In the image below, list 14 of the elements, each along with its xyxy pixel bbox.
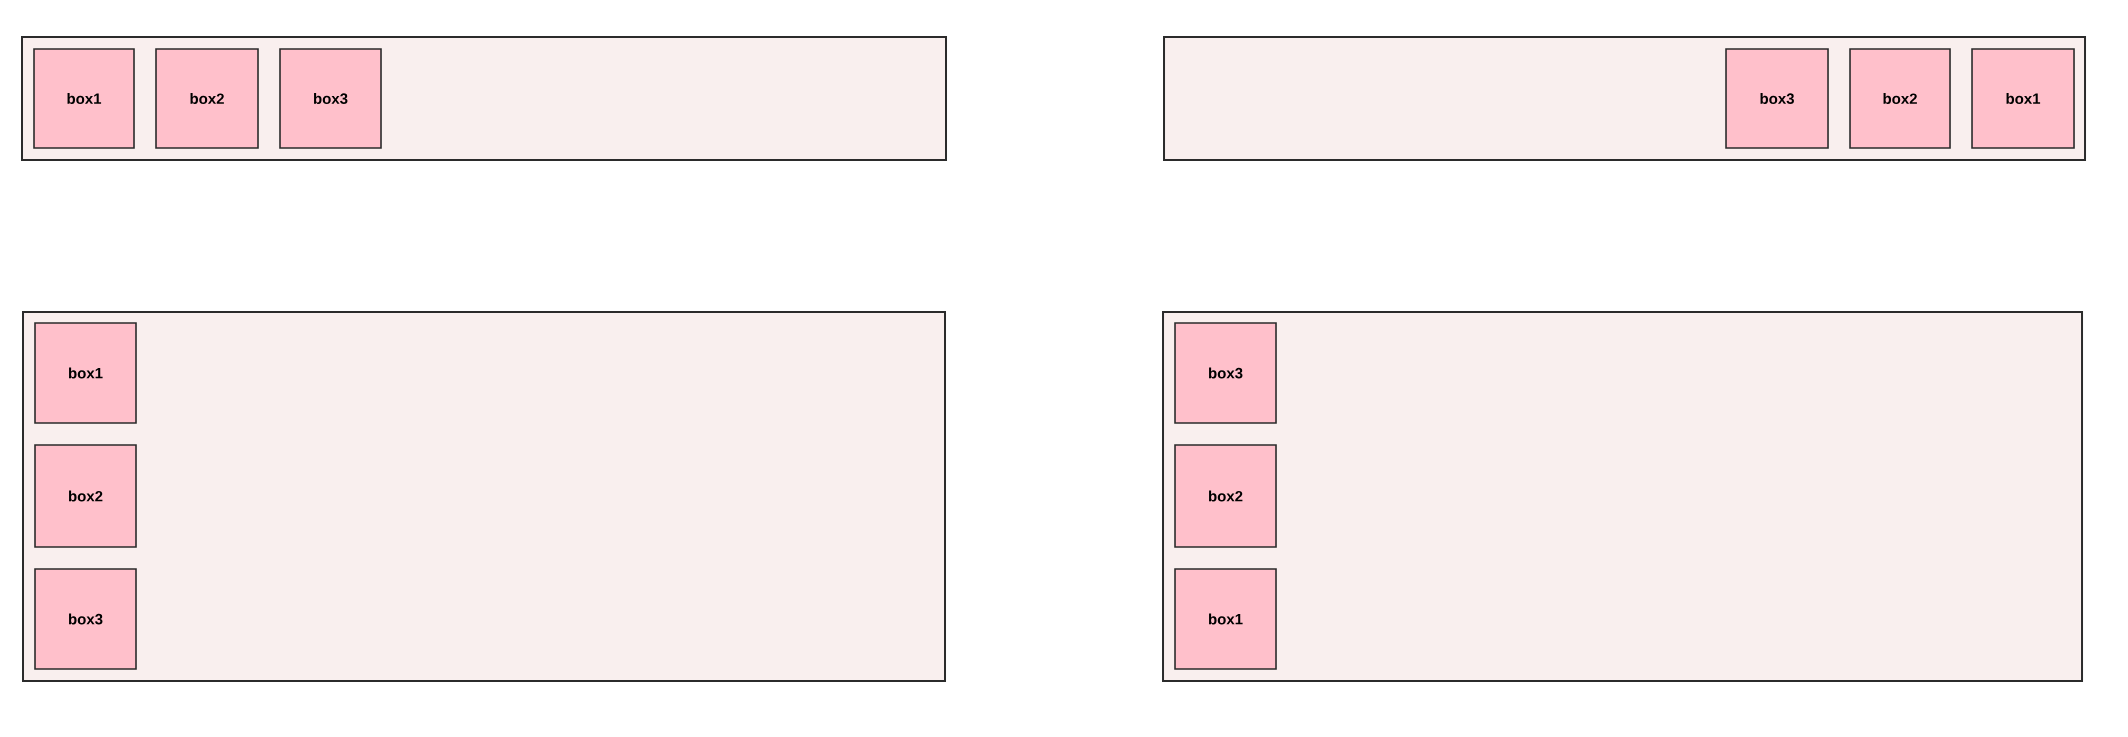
item-box: box1 <box>1174 568 1277 670</box>
container-panel <box>1162 311 2083 682</box>
item-box: box3 <box>279 48 382 149</box>
item-box: box2 <box>1849 48 1951 149</box>
item-box: box1 <box>1971 48 2075 149</box>
item-box: box3 <box>1725 48 1829 149</box>
item-box: box3 <box>1174 322 1277 424</box>
item-box: box2 <box>1174 444 1277 548</box>
item-box: box3 <box>34 568 137 670</box>
item-box: box2 <box>155 48 259 149</box>
item-box: box2 <box>34 444 137 548</box>
item-box: box1 <box>34 322 137 424</box>
container-panel <box>22 311 946 682</box>
item-box: box1 <box>33 48 135 149</box>
